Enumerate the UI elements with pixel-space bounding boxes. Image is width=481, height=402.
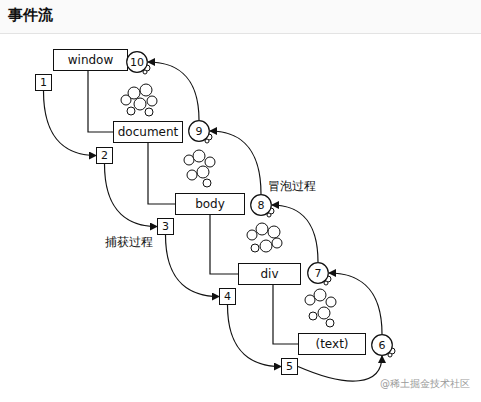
tree-connector — [273, 285, 298, 344]
flow-arrow — [329, 273, 382, 334]
node-text: 5 — [286, 360, 293, 373]
bubble-step-circle: 6 — [371, 334, 393, 356]
node-text: 4 — [224, 290, 231, 303]
node-text: 9 — [196, 125, 203, 138]
dom-node-box: body — [175, 193, 245, 215]
node-text: body — [195, 197, 225, 211]
node-text: (text) — [315, 337, 348, 351]
capture-step-box: 4 — [219, 288, 236, 305]
capture-step-box: 1 — [35, 74, 52, 91]
node-text: window — [68, 53, 114, 67]
flow-arrow — [298, 356, 382, 381]
bubble-step-circle: 8 — [250, 194, 272, 216]
flow-arrow — [228, 305, 282, 367]
bubble-step-circle: 9 — [188, 120, 210, 142]
molecule-illustrations — [121, 65, 395, 357]
tree-connector — [88, 71, 113, 132]
watermark: @稀土掘金技术社区 — [380, 377, 470, 391]
node-text: 3 — [162, 220, 169, 233]
node-text: 6 — [379, 339, 386, 352]
node-text: document — [118, 125, 179, 139]
node-text: div — [260, 267, 278, 281]
dom-node-box: document — [113, 121, 183, 143]
connector-group — [44, 62, 383, 381]
flow-arrow — [105, 164, 158, 227]
flow-arrow — [210, 131, 261, 194]
capture-step-box: 5 — [281, 358, 298, 375]
header-bar: 事件流 — [0, 0, 481, 34]
tree-connector — [148, 143, 175, 204]
flow-arrow — [272, 205, 318, 262]
tree-connector — [210, 215, 238, 274]
node-text: 2 — [101, 149, 108, 162]
capture-step-box: 2 — [96, 147, 113, 164]
node-text: 7 — [315, 267, 322, 280]
flow-arrow — [148, 62, 199, 120]
dom-node-box: div — [238, 263, 301, 285]
node-text: 8 — [258, 199, 265, 212]
flow-arrow — [44, 91, 97, 156]
node-text: 10 — [130, 56, 144, 69]
bubble-step-circle: 7 — [307, 262, 329, 284]
dom-node-box: window — [53, 49, 128, 71]
dom-node-box: (text) — [298, 333, 366, 355]
bubble-step-circle: 10 — [126, 51, 148, 73]
flow-arrow — [166, 235, 220, 297]
capture-step-box: 3 — [157, 218, 174, 235]
stage-label: 冒泡过程 — [268, 178, 316, 195]
node-text: 1 — [40, 76, 47, 89]
stage-label: 捕获过程 — [105, 234, 153, 251]
diagram-title: 事件流 — [8, 6, 53, 25]
